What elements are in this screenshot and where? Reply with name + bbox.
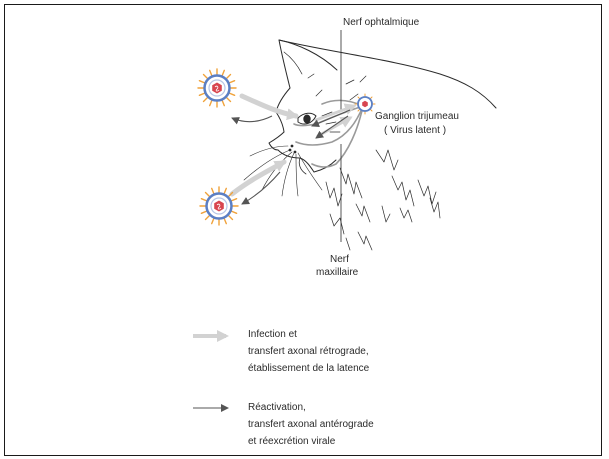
legend-infection-line3: établissement de la latence [248, 360, 369, 377]
legend-reactivation-line2: transfert axonal antérograde [248, 416, 374, 433]
cat-head-outline [269, 40, 496, 174]
label-nerf-maxillaire-line2: maxillaire [316, 266, 358, 279]
trigeminal-nerves [294, 100, 363, 167]
virus-particle-upper [198, 69, 236, 107]
reactivation-arrow-upper [232, 116, 272, 122]
legend-infection: Infection et transfert axonal rétrograde… [248, 326, 369, 377]
label-nerf-ophtalmique: Nerf ophtalmique [343, 16, 419, 29]
label-ganglion-line1: Ganglion trijumeau [375, 110, 459, 123]
cat-neck-line [279, 40, 496, 108]
cat-fur [308, 74, 440, 250]
legend-reactivation-line3: et réexcrétion virale [248, 433, 374, 450]
infection-arrows [232, 96, 296, 194]
legend-infection-line2: transfert axonal rétrograde, [248, 343, 369, 360]
infection-arrow-upper [242, 96, 296, 116]
virus-in-ganglion [355, 94, 375, 114]
cat-nose [269, 132, 284, 150]
label-ganglion-line2: ( Virus latent ) [384, 124, 446, 137]
legend-infection-line1: Infection et [248, 326, 369, 343]
virus-particle-lower [200, 187, 238, 225]
label-nerf-maxillaire-line1: Nerf [330, 253, 349, 266]
legend-reactivation-line1: Réactivation, [248, 399, 374, 416]
infection-arrow-lower [232, 162, 284, 194]
cat-ear [279, 40, 337, 88]
legend-reactivation: Réactivation, transfert axonal antérogra… [248, 399, 374, 450]
